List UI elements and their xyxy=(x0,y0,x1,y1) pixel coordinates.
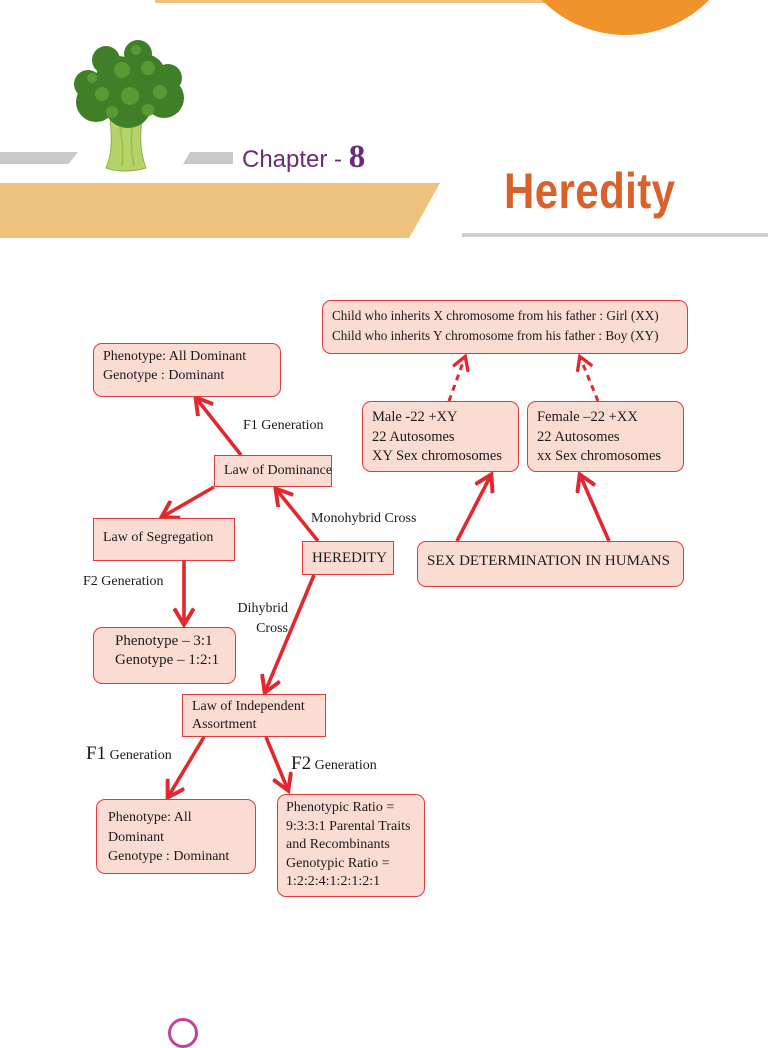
assortment-label-line2: Assortment xyxy=(192,717,257,732)
arrow-dominance-to-f1 xyxy=(196,398,243,457)
male-line1: Male -22 +XY xyxy=(372,409,458,425)
segregation-genotype: Genotype – 1:2:1 xyxy=(115,652,220,668)
law-of-independent-assortment-box: Law of Independent Assortment xyxy=(182,694,326,737)
assortment-f1-result-box: Phenotype: All Dominant Genotype : Domin… xyxy=(96,799,256,874)
male-box: Male -22 +XY 22 Autosomes XY Sex chromos… xyxy=(362,401,519,472)
assortment-f2-line4: Genotypic Ratio = xyxy=(286,855,390,871)
assortment-f2-result-box: Phenotypic Ratio = 9:3:3:1 Parental Trai… xyxy=(277,794,425,897)
assortment-f1-line1: Phenotype: All xyxy=(108,810,192,825)
heredity-box: HEREDITY xyxy=(302,541,394,575)
female-box: Female –22 +XX 22 Autosomes xx Sex chrom… xyxy=(527,401,684,472)
chapter-number: 8 xyxy=(348,139,366,175)
bottom-circle-decoration xyxy=(168,1018,198,1048)
title-underline xyxy=(462,233,768,237)
sex-determination-box: SEX DETERMINATION IN HUMANS xyxy=(417,541,684,587)
label-f1-generation-lower: F1 Generation xyxy=(86,743,172,765)
assortment-f1-line3: Genotype : Dominant xyxy=(108,849,230,864)
arrow-male-to-inheritance xyxy=(447,357,465,402)
label-f1-lower-prefix: F1 xyxy=(86,743,107,764)
assortment-f1-line2: Dominant xyxy=(108,829,164,845)
label-f1-lower-suffix: Generation xyxy=(106,748,172,763)
female-line3: xx Sex chromosomes xyxy=(537,448,662,464)
arrow-sex-to-female xyxy=(580,475,611,542)
law-of-segregation-box: Law of Segregation xyxy=(93,518,235,561)
inheritance-girl: Child who inherits X chromosome from his… xyxy=(332,308,659,323)
chapter-band xyxy=(0,183,440,238)
assortment-f2-line2: 9:3:3:1 Parental Traits xyxy=(286,818,411,834)
female-line2: 22 Autosomes xyxy=(537,428,620,445)
arrow-assortment-to-f1 xyxy=(168,736,206,797)
assortment-f2-line5: 1:2:2:4:1:2:1:2:1 xyxy=(286,874,381,889)
arrow-heredity-to-dominance xyxy=(276,489,320,543)
law-of-dominance-label: Law of Dominance xyxy=(224,463,333,478)
label-f2-generation: F2 Generation xyxy=(83,574,164,589)
chapter-text: Chapter - xyxy=(242,146,343,173)
arrow-sex-to-male xyxy=(455,475,491,542)
assortment-label-line1: Law of Independent xyxy=(192,699,305,714)
female-line1: Female –22 +XX xyxy=(537,409,638,425)
label-f1-generation: F1 Generation xyxy=(243,418,324,433)
grey-stripe-mid xyxy=(183,152,233,164)
inheritance-boy: Child who inherits Y chromosome from his… xyxy=(332,328,659,343)
diagram-arrows xyxy=(0,0,611,1024)
assortment-f2-line1: Phenotypic Ratio = xyxy=(286,800,395,815)
assortment-f2-line3: and Recombinants xyxy=(286,837,390,852)
dominance-genotype: Genotype : Dominant xyxy=(103,367,225,383)
grey-stripe-left xyxy=(0,152,78,164)
label-dihybrid: Dihybrid xyxy=(237,601,288,616)
dominance-result-box: Phenotype: All Dominant Genotype : Domin… xyxy=(93,343,281,397)
sex-determination-label: SEX DETERMINATION IN HUMANS xyxy=(427,553,670,569)
arrow-female-to-inheritance xyxy=(580,357,600,402)
label-f2-lower-prefix: F2 xyxy=(291,753,312,774)
arrow-assortment-to-f2 xyxy=(264,736,288,790)
label-monohybrid-cross: Monohybrid Cross xyxy=(311,511,417,526)
inheritance-box: Child who inherits X chromosome from his… xyxy=(322,300,688,354)
segregation-phenotype: Phenotype – 3:1 xyxy=(115,633,213,649)
label-f2-lower-suffix: Generation xyxy=(311,758,377,773)
male-line3: XY Sex chromosomes xyxy=(372,448,502,464)
male-line2: 22 Autosomes xyxy=(372,428,455,445)
heredity-label: HEREDITY xyxy=(312,550,387,566)
segregation-result-box: Phenotype – 3:1 Genotype – 1:2:1 xyxy=(93,627,236,684)
arrow-dominance-to-segregation xyxy=(162,485,215,517)
dominance-phenotype: Phenotype: All Dominant xyxy=(103,349,247,364)
page-title: Heredity xyxy=(504,163,676,219)
chapter-label: Chapter - 8 xyxy=(242,141,365,176)
label-cross: Cross xyxy=(256,621,288,636)
law-of-dominance-box: Law of Dominance xyxy=(214,455,332,487)
label-dihybrid-cross: Dihybrid Cross xyxy=(230,599,288,639)
broccoli-image xyxy=(74,40,184,172)
law-of-segregation-label: Law of Segregation xyxy=(103,530,214,545)
label-f2-generation-lower: F2 Generation xyxy=(291,753,377,775)
top-rule xyxy=(155,0,555,3)
arrow-heredity-to-assortment xyxy=(265,574,316,692)
